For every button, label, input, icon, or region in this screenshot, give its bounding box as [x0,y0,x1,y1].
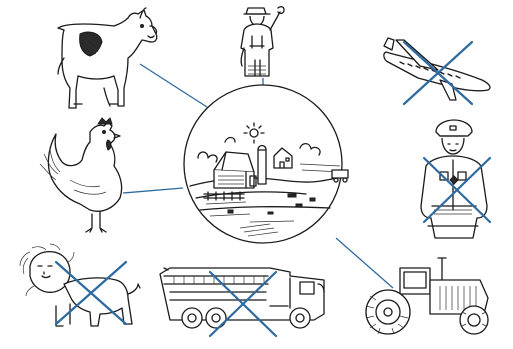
rooster-icon [40,118,122,232]
airplane-icon [384,38,490,100]
farm-scene-icon [184,85,348,243]
fire-truck-icon [160,268,324,328]
connector-cow [140,64,207,107]
police-officer-icon [421,120,487,238]
lion-icon [20,244,140,326]
connector-tractor [336,238,393,288]
connector-rooster [123,188,183,193]
farmer-icon [241,7,284,76]
tractor-icon [366,258,488,334]
cow-icon [58,8,157,108]
